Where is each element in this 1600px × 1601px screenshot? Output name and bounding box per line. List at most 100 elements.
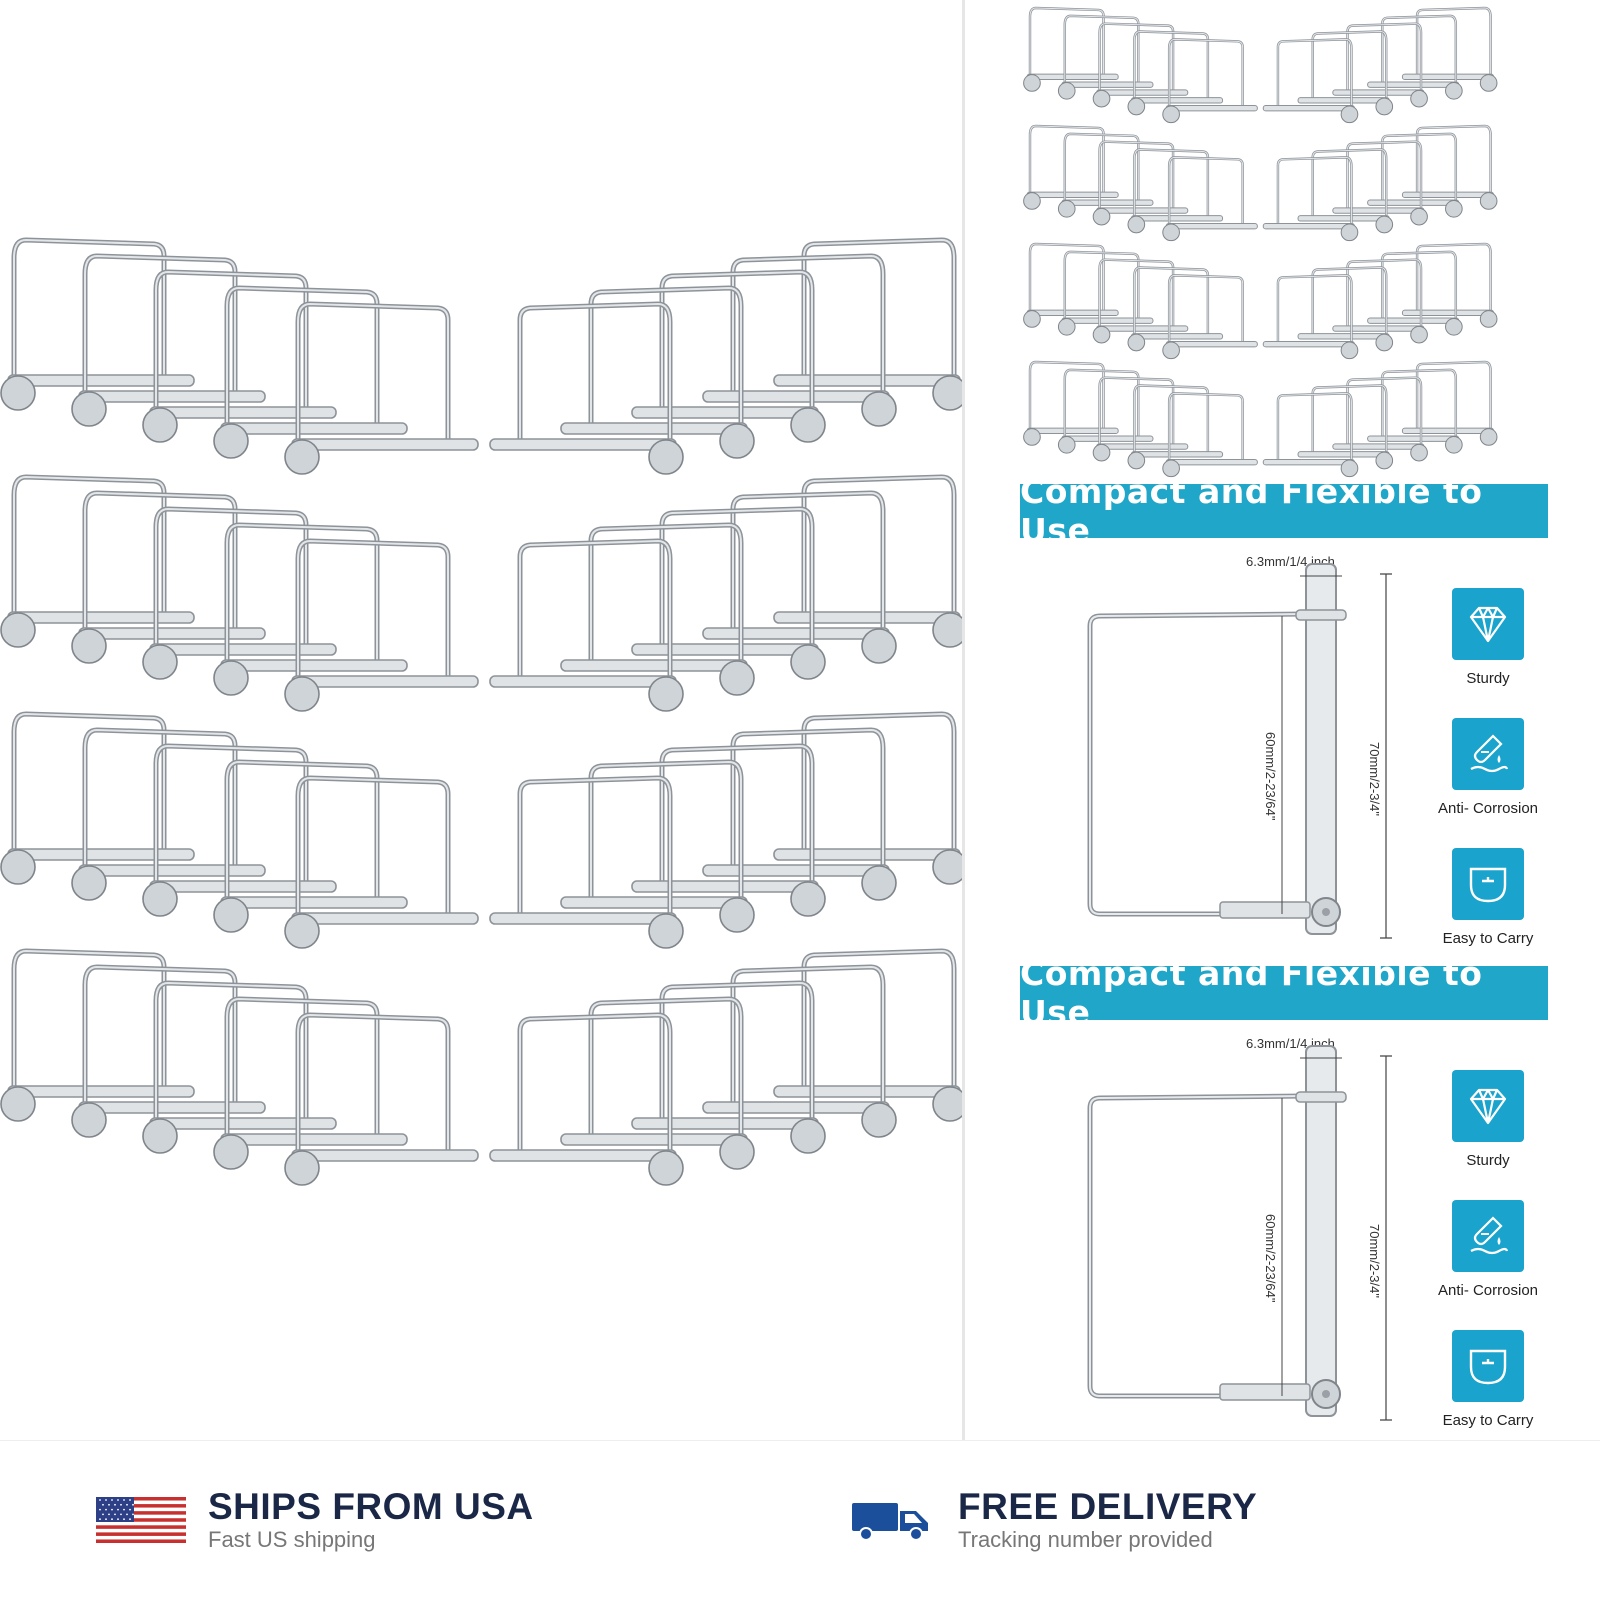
lock-pin xyxy=(284,301,479,475)
flag-star xyxy=(117,1508,119,1511)
flag-stripe xyxy=(96,1500,186,1505)
panel-divider xyxy=(962,0,965,1440)
lock-pin xyxy=(1297,384,1394,470)
ships-title: SHIPS FROM USA xyxy=(208,1486,534,1527)
product-photo-main xyxy=(0,237,962,1186)
flag-stripe xyxy=(96,1535,186,1540)
delivery-subtitle: Tracking number provided xyxy=(958,1527,1213,1552)
lock-pin xyxy=(631,980,826,1154)
pin-diagram-part xyxy=(1219,1383,1311,1401)
pin-diagram-part xyxy=(1295,1091,1347,1103)
lock-pin xyxy=(631,269,826,443)
outer-height-label: 70mm/2-3/4" xyxy=(1367,742,1382,816)
lock-pin xyxy=(1332,22,1428,108)
flag-star xyxy=(99,1518,101,1521)
feature-label: Easy to Carry xyxy=(1442,930,1534,947)
flag-star xyxy=(111,1518,113,1521)
lock-pin xyxy=(560,522,755,696)
lock-pin xyxy=(1297,30,1394,116)
pin-diagram-part xyxy=(1305,563,1337,935)
flag-star xyxy=(123,1499,125,1501)
lock-pin xyxy=(702,964,897,1138)
lock-pin xyxy=(1367,14,1463,100)
lock-pin xyxy=(213,522,408,696)
lock-pin xyxy=(773,711,962,885)
lock-pin xyxy=(1023,360,1119,446)
pin-diagram-part xyxy=(1322,908,1330,916)
flag-stripe xyxy=(96,1504,186,1508)
diamond-icon xyxy=(1452,1070,1524,1142)
flag-star xyxy=(111,1499,113,1501)
flag-star xyxy=(105,1499,107,1501)
spec-banner-2: Compact and Flexible to Use xyxy=(1020,954,1548,1032)
lock-pin xyxy=(560,285,755,459)
pin-diagram-2 xyxy=(1087,1045,1392,1421)
pin-diagram-1 xyxy=(1087,563,1392,939)
flag-star xyxy=(132,1503,134,1506)
lock-pin xyxy=(1092,140,1189,226)
lock-pin xyxy=(1023,242,1119,328)
lock-pin xyxy=(0,474,195,648)
feature-label: Anti- Corrosion xyxy=(1437,800,1539,817)
flag-star xyxy=(114,1503,116,1506)
lock-pin xyxy=(1057,250,1154,336)
lock-pin xyxy=(773,237,962,411)
lock-pin xyxy=(142,506,337,680)
diamond-icon xyxy=(1452,588,1524,660)
feature-sturdy: Sturdy xyxy=(1428,1070,1548,1169)
flag-star xyxy=(105,1518,107,1521)
lock-pin xyxy=(631,506,826,680)
pin-diagram-part xyxy=(1380,1055,1392,1421)
lock-pin xyxy=(0,237,195,411)
flag-stripe xyxy=(96,1507,186,1512)
pin-diagram-part xyxy=(1295,609,1347,621)
flag-star xyxy=(126,1513,128,1516)
lock-pin xyxy=(1262,274,1359,360)
lock-pin xyxy=(0,711,195,885)
ships-from-usa: SHIPS FROM USA Fast US shipping xyxy=(96,1487,534,1553)
flag-star xyxy=(102,1503,104,1506)
lock-pin xyxy=(1332,376,1428,462)
lock-pin xyxy=(1262,156,1359,242)
flag-star xyxy=(123,1518,125,1521)
lock-pin xyxy=(1057,368,1154,454)
lock-pin xyxy=(1127,148,1224,234)
flag-stripe xyxy=(96,1518,186,1522)
pins-thumbnail-illustration xyxy=(1023,6,1498,478)
bag-icon xyxy=(1452,848,1524,920)
flag-star xyxy=(123,1508,125,1511)
pin-diagram-part xyxy=(1219,901,1311,919)
lock-pin xyxy=(1023,124,1119,210)
flag-star xyxy=(120,1503,122,1506)
lock-pin xyxy=(1401,360,1498,446)
pin-diagram-part xyxy=(1322,1390,1330,1398)
product-info-panel: Compact and Flexible to Use 6.3mm/1/4 in… xyxy=(966,0,1600,1440)
flag-star xyxy=(99,1499,101,1501)
flag-star xyxy=(120,1513,122,1516)
lock-pin xyxy=(1401,6,1498,92)
lock-pin xyxy=(1401,124,1498,210)
lock-pin xyxy=(284,775,479,949)
flag-stripe xyxy=(96,1497,186,1501)
lock-pin xyxy=(1367,250,1463,336)
lock-pin xyxy=(631,743,826,917)
lock-pin xyxy=(560,996,755,1170)
lock-pin xyxy=(560,759,755,933)
feature-label: Easy to Carry xyxy=(1442,1412,1534,1429)
lock-pin xyxy=(71,490,266,664)
flag-star xyxy=(105,1508,107,1511)
outer-height-label: 70mm/2-3/4" xyxy=(1367,1224,1382,1298)
pin-diagram-part xyxy=(1305,1045,1337,1417)
lock-pin xyxy=(1332,140,1428,226)
flag-stripe xyxy=(96,1532,186,1537)
lock-pin xyxy=(1162,274,1258,360)
delivery-truck-icon xyxy=(852,1503,928,1541)
spec-banner-1: Compact and Flexible to Use xyxy=(1020,472,1548,550)
flag-star xyxy=(117,1518,119,1521)
lock-pin xyxy=(71,964,266,1138)
flag-star xyxy=(132,1513,134,1516)
flag-star xyxy=(111,1508,113,1511)
lock-pin xyxy=(142,980,337,1154)
feature-sturdy: Sturdy xyxy=(1428,588,1548,687)
